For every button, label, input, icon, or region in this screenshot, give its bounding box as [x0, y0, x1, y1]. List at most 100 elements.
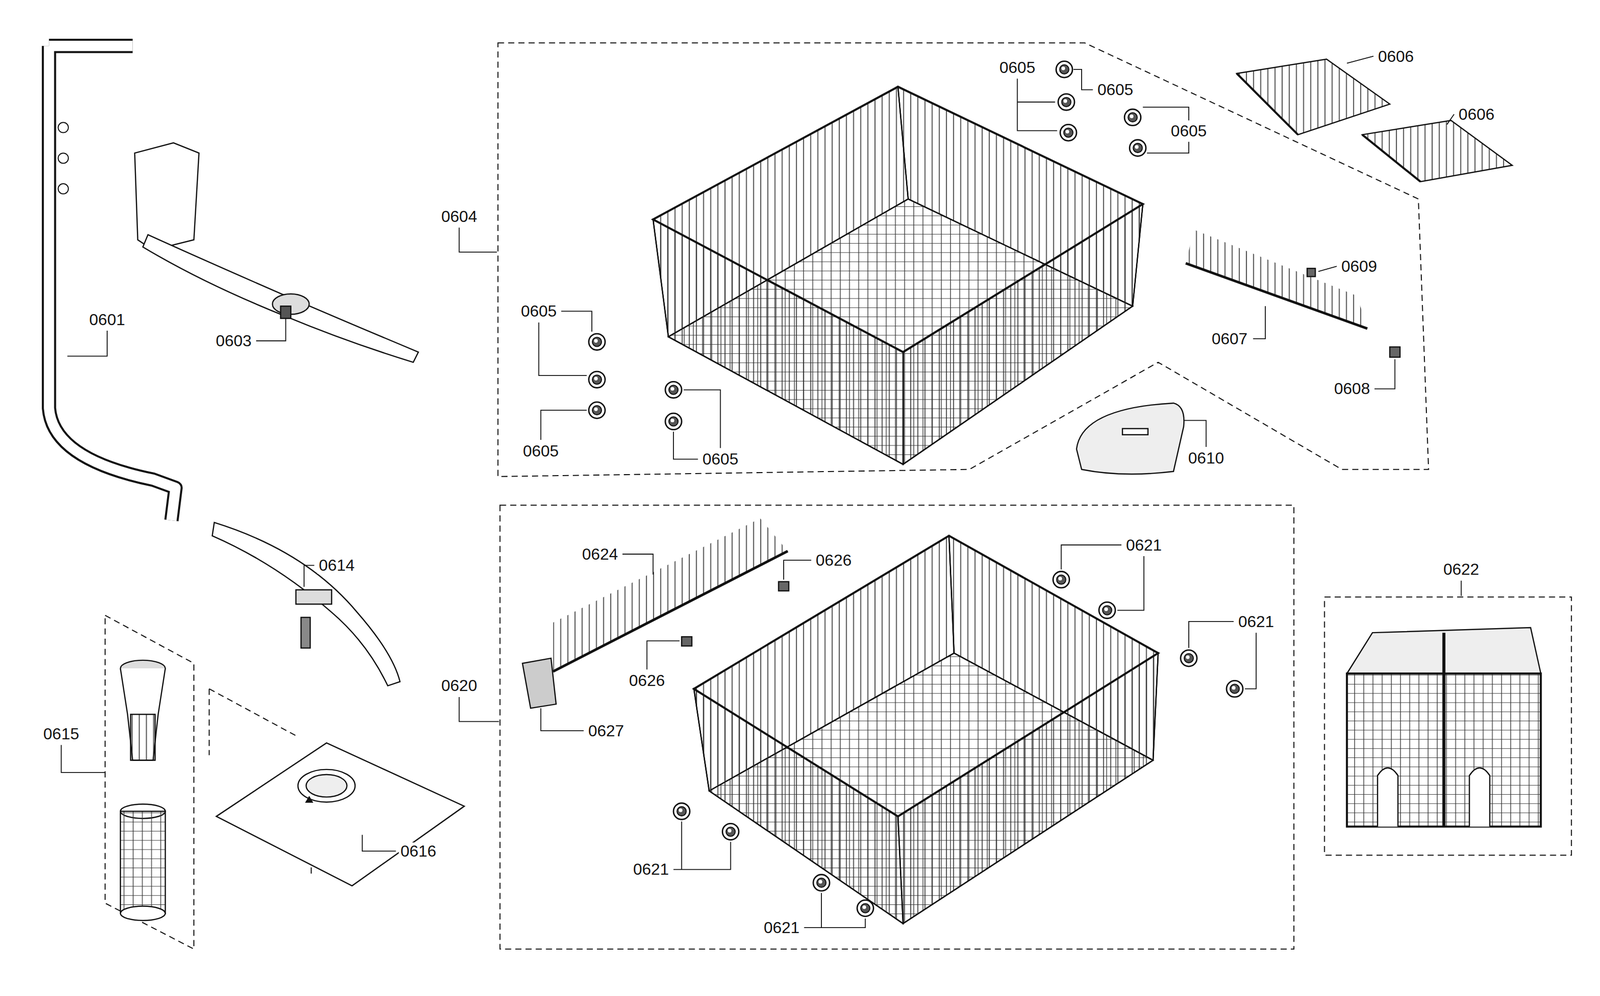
- leader-line: [1318, 266, 1337, 272]
- spray-arm: [212, 522, 401, 686]
- leader-line: [61, 744, 106, 773]
- spray-arm: [134, 142, 419, 363]
- basket-handle: [1076, 403, 1184, 475]
- cutlery-basket: [1346, 627, 1541, 827]
- leader-line: [804, 918, 866, 928]
- leader-line: [459, 697, 499, 722]
- leader-line: [538, 322, 587, 376]
- supply-pipe: [48, 45, 176, 521]
- group-outline: [105, 615, 194, 950]
- basket-wheel: [588, 371, 605, 388]
- filter: [120, 660, 166, 921]
- supply-pipe: [58, 153, 69, 164]
- cup-rack: [1362, 134, 1421, 182]
- group-outline: [499, 505, 1294, 950]
- tine-row: [1185, 229, 1368, 329]
- callout-number: 0608: [1332, 379, 1372, 398]
- cup-rack: [1236, 73, 1299, 135]
- leader-line: [673, 431, 699, 460]
- callout-number: 0606: [1457, 105, 1496, 123]
- callout-number: 0614: [317, 556, 356, 574]
- leader-line: [646, 640, 680, 670]
- basket-wheel: [673, 803, 690, 820]
- leader-line: [1143, 107, 1189, 121]
- leader-line: [67, 330, 108, 357]
- basket-wheel: [588, 333, 605, 350]
- basket-wheel: [1180, 650, 1197, 667]
- cup-rack: [1362, 120, 1513, 182]
- callout-number: 0605: [521, 442, 561, 460]
- lower-basket: [694, 536, 1159, 817]
- leader-line: [1073, 69, 1094, 91]
- basket-wheel: [857, 899, 874, 917]
- leader-line: [1188, 621, 1234, 649]
- callout-number: 0605: [1169, 122, 1208, 140]
- supply-pipe: [58, 122, 69, 133]
- tine-row: [681, 636, 692, 646]
- leader-line: [561, 311, 592, 332]
- basket-wheel: [1059, 124, 1077, 141]
- leader-line: [1346, 56, 1374, 64]
- basket-wheel: [813, 874, 830, 891]
- callout-number: 0626: [814, 551, 854, 569]
- callout-number: 0621: [762, 919, 801, 937]
- callout-number: 0605: [519, 302, 559, 320]
- basket-wheel: [1057, 94, 1075, 111]
- group-outline: [1324, 596, 1572, 856]
- leader-line: [1147, 141, 1189, 154]
- leader-line: [783, 560, 812, 580]
- lower-basket: [694, 536, 1159, 925]
- upper-basket: [653, 86, 1144, 352]
- callout-number: 0622: [1441, 560, 1481, 578]
- cutlery-basket: [1442, 632, 1446, 827]
- basket-wheel: [588, 402, 605, 419]
- cup-rack: [1236, 59, 1390, 135]
- leader-line: [362, 834, 397, 852]
- leader-line: [541, 708, 584, 731]
- callout-number: 0624: [580, 545, 620, 563]
- group-outline: [209, 689, 298, 737]
- supply-pipe: [48, 45, 176, 521]
- callout-number: 0605: [998, 58, 1037, 76]
- tine-row: [553, 518, 788, 672]
- basket-wheel: [665, 381, 682, 398]
- leader-line: [61, 56, 1462, 929]
- tine-row: [1185, 229, 1401, 357]
- filter: [130, 714, 156, 760]
- leader-line: [680, 821, 682, 870]
- leader-line: [1017, 78, 1057, 131]
- leader-line: [1446, 114, 1455, 125]
- callout-number: 0616: [399, 842, 438, 860]
- leader-line: [1374, 359, 1396, 390]
- spray-arm: [212, 522, 401, 686]
- filter-plate: [306, 774, 347, 798]
- spray-arm: [295, 589, 332, 604]
- basket-wheel: [1124, 109, 1141, 126]
- basket-wheel: [1099, 601, 1116, 619]
- callout-number: 0620: [439, 676, 479, 695]
- cutlery-basket: [1377, 768, 1490, 827]
- spray-arm: [280, 306, 291, 319]
- supply-pipe: [48, 45, 176, 521]
- callout-number: 0626: [627, 671, 667, 690]
- basket-wheel: [1052, 571, 1070, 588]
- leader-line: [683, 390, 721, 449]
- tine-row: [522, 518, 789, 709]
- callout-number: 0603: [214, 332, 254, 350]
- leader-line: [820, 892, 822, 928]
- leader-line: [459, 227, 497, 253]
- leader-line: [622, 554, 654, 575]
- spray-arm: [142, 234, 419, 362]
- group-outline: [105, 42, 1572, 950]
- group-outline: [208, 689, 210, 756]
- callout-number: 0615: [41, 725, 81, 743]
- upper-basket: [653, 86, 1144, 465]
- filter-plate: [306, 797, 313, 803]
- callout-number: 0609: [1339, 257, 1379, 275]
- callout-number: 0601: [87, 311, 127, 329]
- leader-line: [1253, 306, 1266, 339]
- callout-number: 0606: [1376, 47, 1416, 65]
- tine-row: [1389, 346, 1400, 357]
- basket-wheel: [1055, 61, 1073, 78]
- basket-handle: [1076, 403, 1184, 475]
